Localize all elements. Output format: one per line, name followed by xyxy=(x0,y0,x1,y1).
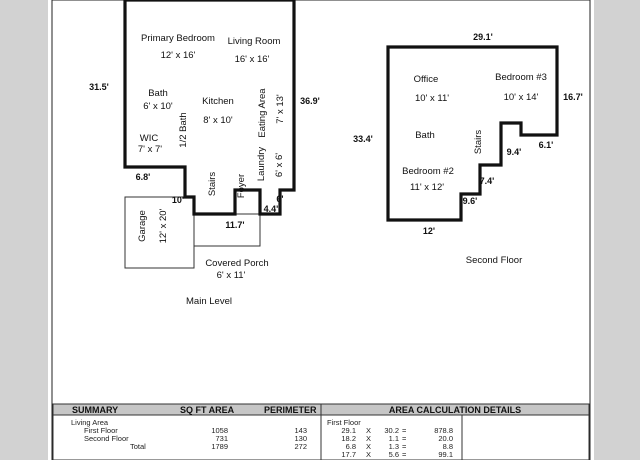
calc-b: 5.6 xyxy=(389,450,399,459)
main-level-caption: Main Level xyxy=(186,296,232,307)
room-eating-area: Eating Area xyxy=(257,88,268,138)
room-stairs-2f: Stairs xyxy=(473,130,484,155)
room-porch-size: 6' x 11' xyxy=(217,270,246,281)
calc-result: 878.8 xyxy=(434,426,453,435)
room-garage: Garage xyxy=(137,210,148,242)
summary-row-perimeter: 272 xyxy=(294,442,307,451)
calc-a: 18.2 xyxy=(341,434,356,443)
main-level-outline xyxy=(123,0,296,216)
dim-garage-gap: 10' xyxy=(172,195,184,205)
calc-row: 18.2 X 1.1 = 20.0 xyxy=(341,434,453,443)
second-floor-outline xyxy=(386,45,559,222)
room-primary-bedroom-size: 12' x 16' xyxy=(161,50,196,61)
summary-row-sqft: 731 xyxy=(215,434,228,443)
calc-x: X xyxy=(366,426,371,435)
summary-row: Second Floor 731 130 xyxy=(84,434,307,443)
dim-61: 6.1' xyxy=(539,140,554,150)
calc-row: 29.1 X 30.2 = 878.8 xyxy=(341,426,453,435)
room-bath: Bath xyxy=(148,88,168,99)
dim-top: 29.1' xyxy=(473,32,493,42)
room-wic: WIC xyxy=(140,133,159,144)
calc-a: 29.1 xyxy=(341,426,356,435)
dim-96: 9.6' xyxy=(463,196,478,206)
room-bedroom2-size: 11' x 12' xyxy=(410,182,444,193)
header-perimeter: PERIMETER xyxy=(264,405,317,415)
dim-bottom: 12' xyxy=(423,226,435,236)
room-wic-size: 7' x 7' xyxy=(138,144,162,155)
calc-x: X xyxy=(366,442,371,451)
dim-94: 9.4' xyxy=(507,147,522,157)
calc-x: X xyxy=(366,434,371,443)
room-bedroom2: Bedroom #2 xyxy=(402,166,454,177)
dim-step-6: 6' xyxy=(276,194,283,204)
calc-title: First Floor xyxy=(327,418,361,427)
calc-eq: = xyxy=(402,450,407,459)
dim-right: 36.9' xyxy=(300,96,320,106)
room-living-room-size: 16' x 16' xyxy=(235,54,270,65)
header-details: AREA CALCULATION DETAILS xyxy=(389,405,521,415)
paper xyxy=(48,0,594,460)
calc-b: 1.1 xyxy=(389,434,399,443)
dim-wic-step: 6.8' xyxy=(136,172,151,182)
dim-left-2f: 33.4' xyxy=(353,134,373,144)
dim-right-2f: 16.7' xyxy=(563,92,583,102)
calc-eq: = xyxy=(402,442,407,451)
room-office: Office xyxy=(414,74,439,85)
calc-x: X xyxy=(366,450,371,459)
room-primary-bedroom: Primary Bedroom xyxy=(141,33,215,44)
living-area-label: Living Area xyxy=(71,418,109,427)
calc-b: 30.2 xyxy=(384,426,399,435)
paper-border xyxy=(51,0,591,460)
calc-a: 17.7 xyxy=(341,450,356,459)
summary-table: SUMMARY SQ FT AREA PERIMETER AREA CALCUL… xyxy=(52,403,590,460)
calc-b: 1.3 xyxy=(389,442,399,451)
calc-result: 20.0 xyxy=(438,434,453,443)
room-bedroom3-size: 10' x 14' xyxy=(504,92,539,103)
room-kitchen-size: 8' x 10' xyxy=(203,115,233,126)
room-bath-size: 6' x 10' xyxy=(143,101,173,112)
dim-left: 31.5' xyxy=(89,82,109,92)
header-summary: SUMMARY xyxy=(72,405,118,415)
summary-row-label: Second Floor xyxy=(84,434,129,443)
room-office-size: 10' x 11' xyxy=(415,93,449,104)
calc-eq: = xyxy=(402,426,407,435)
room-foyer: Foyer xyxy=(236,174,247,198)
summary-row-label: First Floor xyxy=(84,426,118,435)
summary-row-label: Total xyxy=(130,442,146,451)
calc-row: 17.7 X 5.6 = 99.1 xyxy=(341,450,453,459)
room-stairs: Stairs xyxy=(207,172,218,197)
room-garage-size: 12' x 20' xyxy=(158,208,169,243)
room-porch: Covered Porch xyxy=(205,258,268,269)
calc-eq: = xyxy=(402,434,407,443)
header-sqft: SQ FT AREA xyxy=(180,405,235,415)
calc-a: 6.8 xyxy=(346,442,356,451)
calc-row: 6.8 X 1.3 = 8.8 xyxy=(346,442,453,451)
room-kitchen: Kitchen xyxy=(202,96,234,107)
calc-result: 99.1 xyxy=(438,450,453,459)
calc-result: 8.8 xyxy=(443,442,453,451)
summary-row-perimeter: 130 xyxy=(294,434,307,443)
dim-step-44: 4.4' xyxy=(264,204,279,214)
room-half-bath: 1/2 Bath xyxy=(178,112,189,147)
room-living-room: Living Room xyxy=(228,36,281,47)
main-level-plan: Primary Bedroom 12' x 16' Living Room 16… xyxy=(89,0,320,307)
summary-row: Total 1789 272 xyxy=(130,442,307,451)
room-bedroom3: Bedroom #3 xyxy=(495,72,547,83)
summary-row-sqft: 1058 xyxy=(211,426,228,435)
dim-74: 7.4' xyxy=(480,176,495,186)
room-bath-2f: Bath xyxy=(415,130,435,141)
second-floor-caption: Second Floor xyxy=(466,255,523,266)
second-floor-plan: Office 10' x 11' Bedroom #3 10' x 14' Ba… xyxy=(353,32,583,266)
summary-row: First Floor 1058 143 xyxy=(84,426,307,435)
summary-row-perimeter: 143 xyxy=(294,426,307,435)
room-laundry-size: 6' x 6' xyxy=(274,153,285,177)
dim-porch: 11.7' xyxy=(225,220,244,230)
summary-row-sqft: 1789 xyxy=(211,442,228,451)
room-laundry: Laundry xyxy=(256,147,267,182)
room-eating-area-size: 7' x 13' xyxy=(275,94,286,124)
